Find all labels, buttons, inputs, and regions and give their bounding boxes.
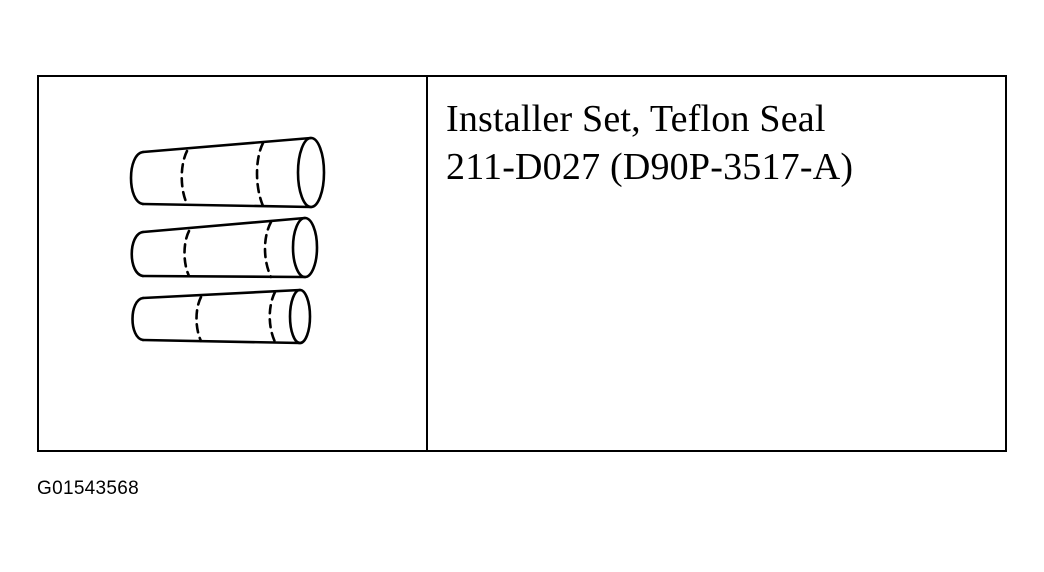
installer-large-icon (129, 136, 326, 209)
installer-small-icon (131, 288, 312, 345)
installer-medium-icon (130, 216, 319, 279)
tool-table: Installer Set, Teflon Seal 211-D027 (D90… (37, 75, 1007, 452)
tool-part-numbers: 211-D027 (D90P-3517-A) (446, 146, 854, 188)
seal-installer-set-icon (129, 136, 326, 345)
figure-code: G01543568 (37, 478, 140, 499)
illustration-cell (39, 77, 428, 450)
tool-name: Installer Set, Teflon Seal (446, 98, 826, 140)
description-cell: Installer Set, Teflon Seal 211-D027 (D90… (428, 77, 1005, 450)
